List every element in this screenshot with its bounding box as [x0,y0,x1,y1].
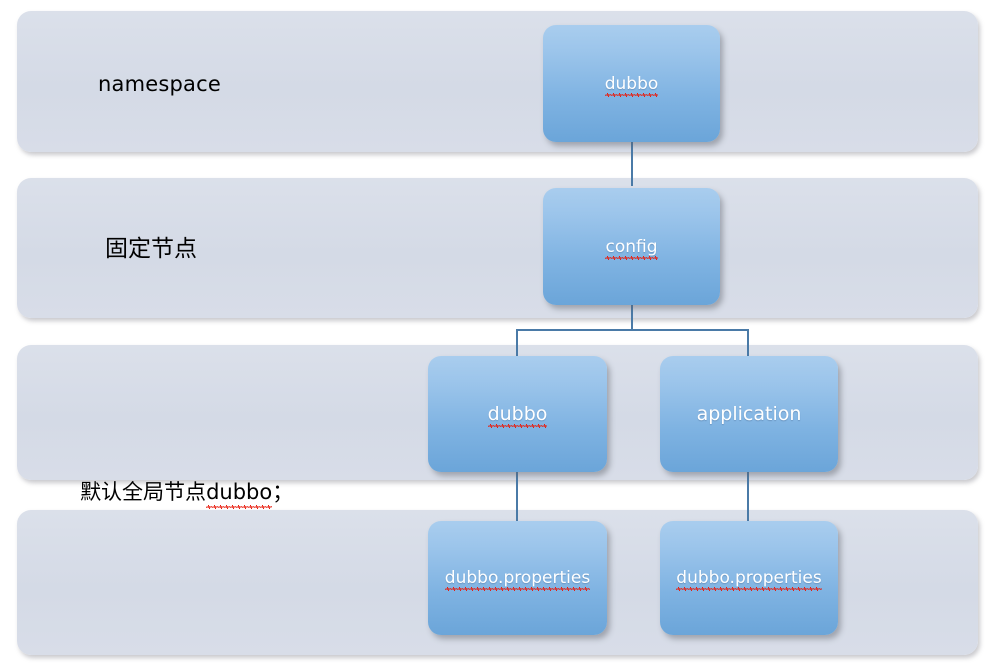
node-dubbo-properties-left-label: dubbo.properties [444,568,591,591]
connector-dubbo-to-config [631,138,633,186]
connector-branch-left-drop [516,329,518,361]
node-dubbo-global[interactable]: dubbo [428,356,607,472]
misspelled-word-dubbo: dubbo [206,476,273,509]
node-namespace-dubbo-label: dubbo [604,73,659,97]
band-namespace [17,11,978,152]
node-config-label: config [605,236,658,260]
band-fixed-node [17,178,978,318]
label-text-suffix: ； [272,479,294,504]
node-namespace-dubbo[interactable]: dubbo [543,25,720,142]
node-dubbo-properties-left[interactable]: dubbo.properties [428,521,607,635]
node-dubbo-properties-right[interactable]: dubbo.properties [660,521,838,635]
connector-dubbo-to-properties [516,468,518,526]
node-dubbo-global-label: dubbo [487,403,548,428]
connector-config-stem [631,304,633,331]
node-dubbo-properties-right-label: dubbo.properties [676,568,823,591]
node-config[interactable]: config [543,188,720,305]
band-default-global-label-line-1: 默认全局节点dubbo； [40,443,293,541]
connector-config-branch-bar [516,329,749,331]
connector-application-to-properties [747,468,749,526]
label-text-prefix: 默认全局节点 [80,479,207,504]
node-application-label: application [696,403,802,425]
band-fixed-node-label: 固定节点 [105,236,197,262]
band-namespace-label: namespace [98,72,221,96]
connector-branch-right-drop [747,329,749,361]
node-application[interactable]: application [660,356,838,472]
